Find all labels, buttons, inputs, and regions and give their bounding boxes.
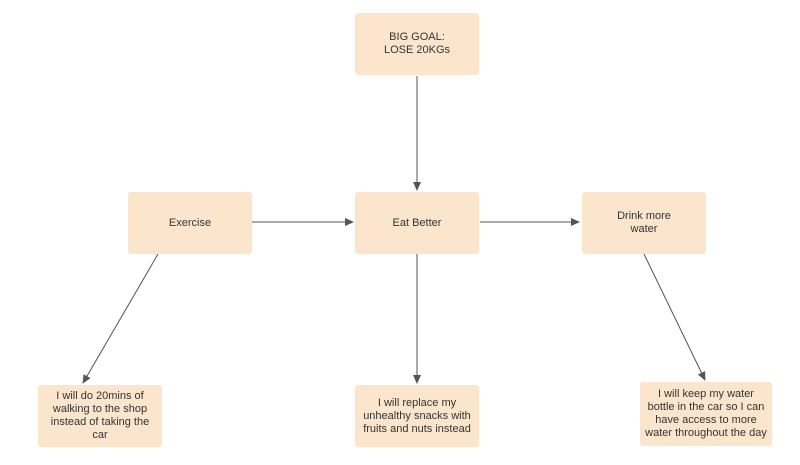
goal-node[interactable]: BIG GOAL: LOSE 20KGs xyxy=(355,13,479,75)
drink-water-node-label: Drink more water xyxy=(617,210,671,235)
water-action-node[interactable]: I will keep my water bottle in the car s… xyxy=(640,382,772,446)
drink-water-node[interactable]: Drink more water xyxy=(582,192,706,254)
exercise-action-node[interactable]: I will do 20mins of walking to the shop … xyxy=(38,385,162,447)
exercise-node[interactable]: Exercise xyxy=(128,192,252,254)
exercise-action-label: I will do 20mins of walking to the shop … xyxy=(50,390,150,441)
eat-better-node[interactable]: Eat Better xyxy=(355,192,479,254)
eat-action-node[interactable]: I will replace my unhealthy snacks with … xyxy=(355,385,479,447)
goal-node-label: BIG GOAL: LOSE 20KGs xyxy=(383,31,451,56)
eat-action-label: I will replace my unhealthy snacks with … xyxy=(363,396,471,435)
water-action-label: I will keep my water bottle in the car s… xyxy=(645,388,767,439)
eat-better-node-label: Eat Better xyxy=(392,216,442,229)
edge-exercise-to-action xyxy=(82,253,159,384)
exercise-node-label: Exercise xyxy=(168,216,212,229)
edge-drink-water-to-action xyxy=(643,253,706,381)
